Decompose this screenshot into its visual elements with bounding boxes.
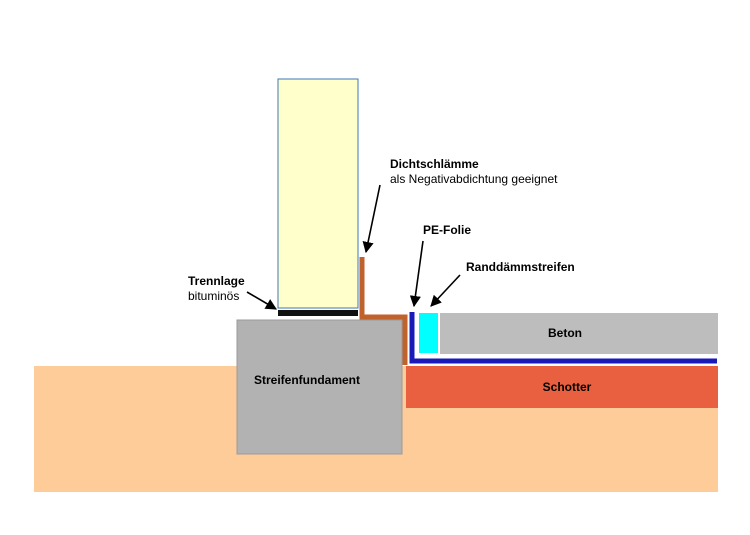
label-trennlage-sub: bituminös: [188, 289, 239, 303]
label-pe-folie: PE-Folie: [423, 223, 471, 237]
arrow-randdaemmstreifen: [430, 274, 461, 307]
strip-foundation: [236, 319, 403, 455]
sealing-slurry-line: [359, 257, 408, 365]
arrow-trennlage: [246, 291, 277, 310]
pe-film-line: [409, 312, 717, 364]
label-randdaemmstreifen: Randdämmstreifen: [466, 260, 575, 274]
concrete-slab: [440, 313, 718, 354]
gravel-layer: [406, 366, 718, 408]
bituminous-separation-layer: [278, 310, 358, 316]
label-trennlage-title: Trennlage: [188, 274, 245, 288]
arrow-dichtschlaemme: [362, 184, 381, 254]
label-beton: Beton: [548, 326, 582, 340]
arrow-pe-folie: [409, 240, 424, 308]
label-streifenfundament: Streifenfundament: [254, 373, 360, 387]
edge-insulation-strip: [419, 313, 438, 353]
label-dichtschlaemme-title: Dichtschlämme: [390, 157, 479, 171]
wall-block: [277, 78, 359, 309]
label-schotter: Schotter: [543, 380, 592, 394]
label-dichtschlaemme-sub: als Negativabdichtung geeignet: [390, 172, 558, 186]
